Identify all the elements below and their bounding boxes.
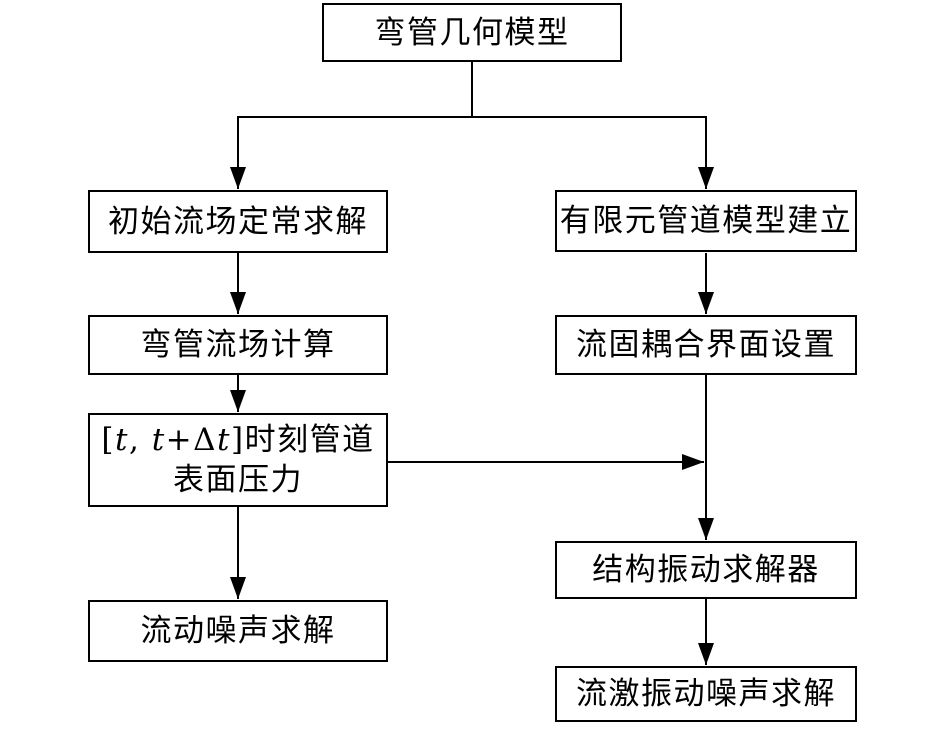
pressure-line1: [t, t+Δt]时刻管道 — [101, 422, 375, 458]
node-label: 有限元管道模型建立 — [559, 203, 853, 239]
node-label: 流激振动噪声求解 — [576, 676, 836, 712]
node-label: 弯管流场计算 — [140, 327, 336, 363]
node-label: [t, t+Δt]时刻管道 表面压力 — [101, 420, 374, 500]
node-bend-flow-field-computation: 弯管流场计算 — [88, 315, 388, 375]
node-pipe-geometry-model: 弯管几何模型 — [322, 3, 622, 62]
node-fsi-interface-setup: 流固耦合界面设置 — [555, 315, 857, 375]
node-label: 结构振动求解器 — [592, 552, 820, 588]
node-pipe-surface-pressure: [t, t+Δt]时刻管道 表面压力 — [88, 413, 388, 507]
node-structural-vibration-solver: 结构振动求解器 — [555, 541, 857, 599]
node-label: 流固耦合界面设置 — [576, 327, 836, 363]
pressure-line2: 表面压力 — [173, 462, 303, 498]
node-fem-pipe-model-setup: 有限元管道模型建立 — [555, 190, 857, 252]
node-flow-induced-vibration-noise-solve: 流激振动噪声求解 — [555, 666, 857, 722]
time-variable-t: t — [115, 422, 129, 458]
node-initial-flow-steady-solve: 初始流场定常求解 — [88, 190, 388, 253]
node-label: 初始流场定常求解 — [108, 203, 368, 240]
connector-root-branch — [230, 61, 714, 189]
node-flow-noise-solve: 流动噪声求解 — [88, 600, 388, 662]
time-variable-t: t — [151, 422, 166, 458]
node-label: 弯管几何模型 — [374, 14, 570, 51]
time-variable-t: t — [217, 422, 231, 458]
node-label: 流动噪声求解 — [140, 613, 336, 649]
